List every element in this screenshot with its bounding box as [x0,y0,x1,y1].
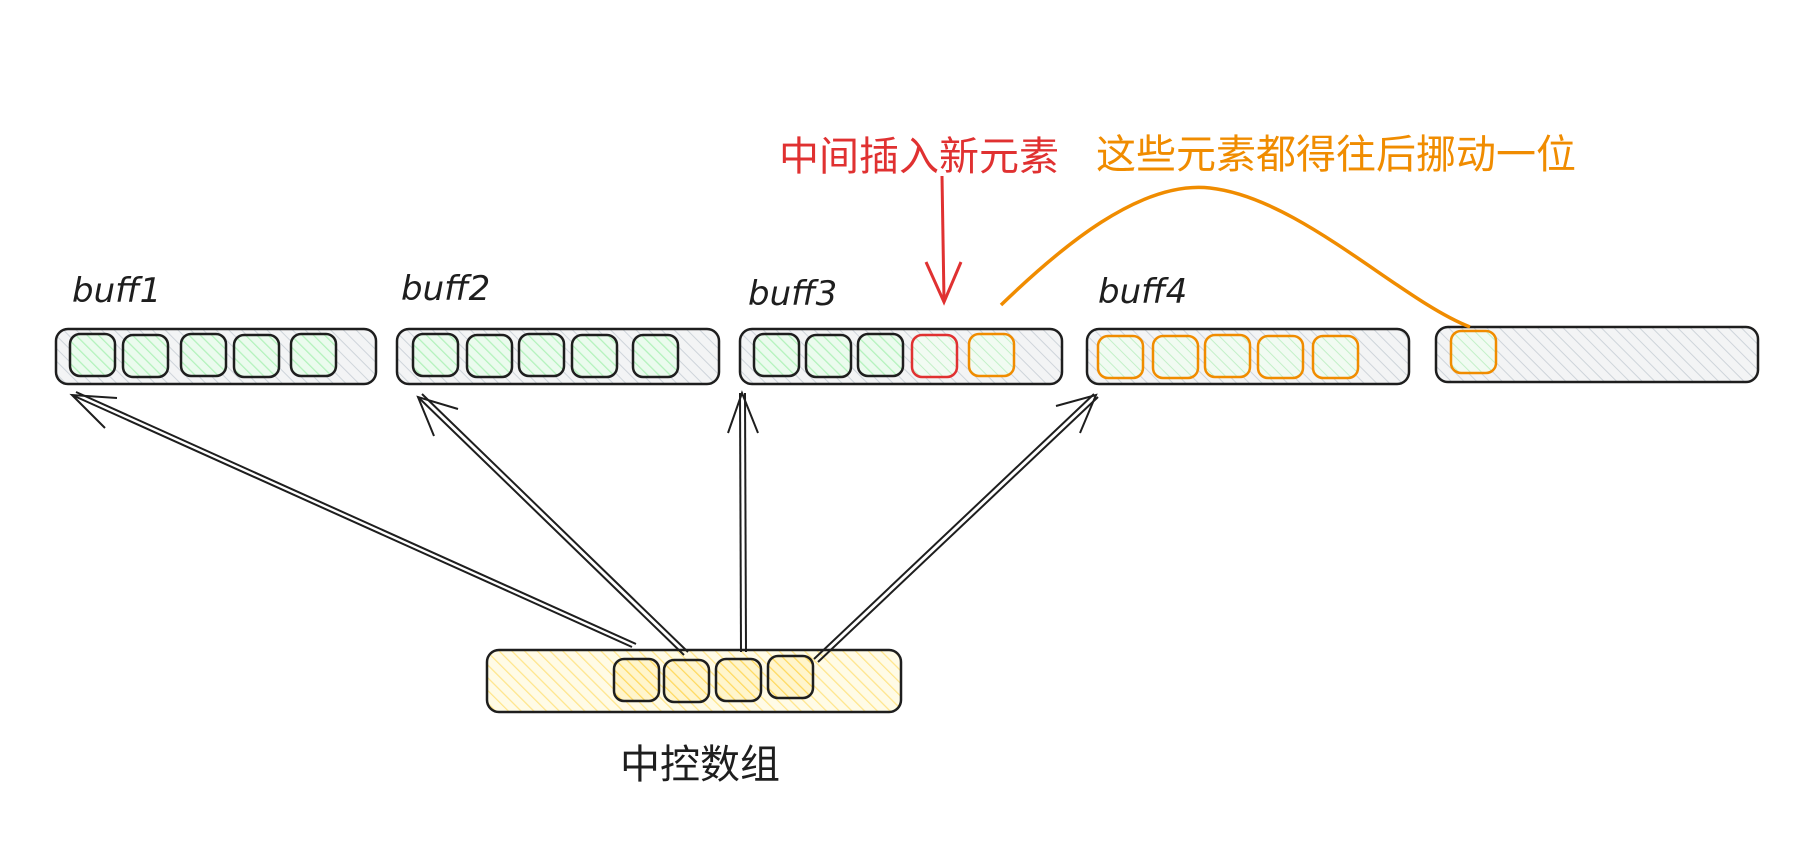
buff3-shifted-cell [967,332,1016,378]
buff4-shifted-cell [1256,334,1305,380]
buff2-cell [465,333,514,379]
buff5-block [1434,325,1760,384]
buff4-block [1085,327,1411,386]
buff1-label: buff1 [72,271,161,311]
center-array-cell [766,654,815,700]
buff5-shifted-cell [1449,329,1498,375]
pointer-arrow-buff3-head [727,390,759,434]
buff1-cell [232,333,281,379]
buff3-block [738,327,1064,386]
buff1-cell [179,332,228,378]
pointer-arrow-buff4-shaft [817,396,1099,663]
center-array-cell [714,657,763,703]
pointer-arrow-buff1 [69,391,637,648]
pointer-arrow-buff4-head [1055,393,1098,434]
buff1-cell [121,333,170,379]
center-array-label: 中控数组 [620,742,780,788]
pointer-arrow-buff3 [727,390,759,653]
shift-note: 这些元素都得往后挪动一位 [1096,132,1576,178]
buff2-block [395,327,721,386]
buff4-shifted-cell [1096,334,1145,380]
center-array-cell [612,657,661,703]
insert-arrow [924,175,963,306]
buff4-shifted-cell [1151,334,1200,380]
buff5-bar [1434,325,1760,384]
insert-arrow-head [924,261,963,306]
pointer-arrow-buff1-head [69,393,118,429]
pointer-arrow-buff3-shaft [739,392,742,653]
buff2-cell [517,332,566,378]
buff1-cell [68,332,117,378]
buff4-shifted-cell [1311,334,1360,380]
center-array-cell [662,658,711,704]
buff2-cell [411,332,460,378]
pointer-arrow-buff4-shaft [813,393,1095,660]
pointer-arrow-buff2 [416,393,689,656]
pointer-arrow-buff3-shaft [744,392,747,653]
buff3-inserted-cell [910,333,959,379]
center-array-block [485,648,903,714]
buff4-shifted-cell [1203,333,1252,379]
insert-arrow-shaft [940,175,946,301]
pointer-arrow-buff4 [813,393,1099,663]
buff3-cell [804,333,853,379]
buff1-block [54,327,378,386]
buff1-cell [289,332,338,378]
pointer-arrow-buff2-shaft [421,393,689,653]
pointer-arrow-buff1-shaft [75,391,637,645]
pointer-arrow-buff1-shaft [71,394,633,648]
buff4-label: buff4 [1098,272,1187,312]
pointer-arrow-buff2-head [416,395,459,437]
buff2-cell [631,333,680,379]
buff3-cell [752,332,801,378]
shift-curve [999,185,1471,329]
buff2-cell [570,333,619,379]
buff3-label: buff3 [748,274,837,314]
buff3-cell [856,332,905,378]
buff2-label: buff2 [401,269,490,309]
pointer-arrow-buff2-shaft [417,396,685,656]
insert-note: 中间插入新元素 [779,134,1059,180]
